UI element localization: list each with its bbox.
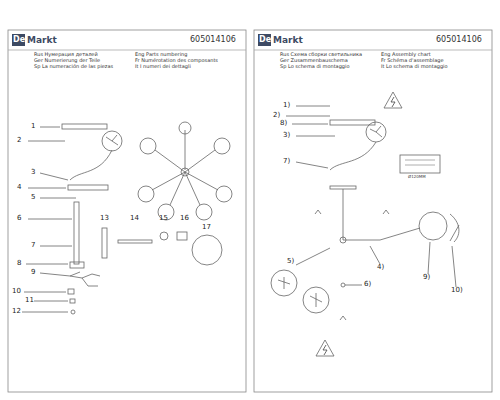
callout-number: 10 xyxy=(12,288,21,295)
callout-number: 8) xyxy=(280,120,287,127)
callout-number: 1 xyxy=(31,123,35,130)
callout-number: 17 xyxy=(202,224,211,231)
callout-number: 4) xyxy=(377,264,384,271)
brand-logo-text: De xyxy=(259,36,271,44)
callout-number: 3 xyxy=(31,169,35,176)
callout-number: 9 xyxy=(31,269,35,276)
callout-number: 12 xyxy=(12,308,21,315)
header-text: It I numeri dei dettagli xyxy=(135,64,191,69)
brand-logo-text: Markt xyxy=(27,36,57,45)
callout-number: 16 xyxy=(180,215,189,222)
callout-number: 5 xyxy=(31,194,35,201)
callout-number: 9) xyxy=(423,274,430,281)
callout-number: 3) xyxy=(283,132,290,139)
brand-logo-text: Markt xyxy=(273,36,303,45)
callout-number: 14 xyxy=(130,215,139,222)
callout-number: 7 xyxy=(31,242,35,249)
header-text: Ger Numerierung der Teile xyxy=(34,58,100,63)
header-text: 605014106 xyxy=(190,36,236,44)
callout-number: 6 xyxy=(17,215,21,222)
header-text: Rus Нумерация деталей xyxy=(34,52,98,57)
header-text: Fr Schéma d'assemblage xyxy=(381,58,444,63)
callout-number: 11 xyxy=(25,297,34,304)
header-text: 605014106 xyxy=(436,36,482,44)
callout-number: 15 xyxy=(159,215,168,222)
callout-number: 10) xyxy=(451,287,463,294)
header-text: Fr Numérotation des composants xyxy=(135,58,218,63)
callout-number: 5) xyxy=(287,258,294,265)
callout-number: 2 xyxy=(17,137,21,144)
header-text: Sp La numeración de las piezas xyxy=(34,64,113,69)
header-text: Eng Assembly chart xyxy=(381,52,431,57)
callout-number: 6) xyxy=(364,281,371,288)
header-text: Ger Zusammenbauschema xyxy=(280,58,348,63)
callout-number: 8 xyxy=(17,260,21,267)
header-text: Rus Схема сборки светильника xyxy=(280,52,362,57)
header-text: Ø120MM xyxy=(408,175,426,179)
callout-number: 7) xyxy=(283,158,290,165)
callout-number: 4 xyxy=(17,184,21,191)
header-text: Eng Parts numbering xyxy=(135,52,187,57)
header-text: It Lo schema di montaggio xyxy=(381,64,448,69)
brand-logo-text: De xyxy=(13,36,25,44)
header-text: Sp Lo schema di montaggio xyxy=(280,64,349,69)
callout-number: 2) xyxy=(273,112,280,119)
callout-number: 13 xyxy=(100,215,109,222)
callout-number: 1) xyxy=(283,102,290,109)
